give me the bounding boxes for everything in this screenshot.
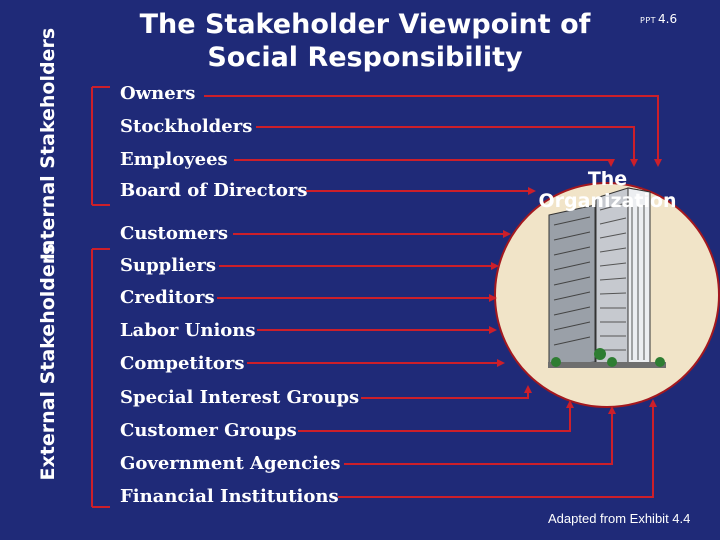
stakeholder-financial-institutions: Financial Institutions: [120, 486, 339, 507]
stakeholder-creditors: Creditors: [120, 287, 215, 308]
stakeholder-board-of-directors: Board of Directors: [120, 180, 308, 201]
stakeholder-stockholders: Stockholders: [120, 116, 253, 137]
source-credit: Adapted from Exhibit 4.4: [548, 511, 691, 526]
stakeholder-customers: Customers: [120, 223, 228, 244]
stakeholder-government-agencies: Government Agencies: [120, 453, 341, 474]
stakeholder-employees: Employees: [120, 149, 228, 170]
slide-number-value: 4.6: [658, 12, 678, 26]
stakeholder-special-interest-groups: Special Interest Groups: [120, 387, 360, 408]
building-icon: [548, 187, 666, 368]
organization-label: The Organization: [538, 168, 677, 212]
slide-title: The Stakeholder Viewpoint of Social Resp…: [139, 9, 591, 73]
stakeholder-customer-groups: Customer Groups: [120, 420, 297, 441]
stakeholder-labor-unions: Labor Unions: [120, 320, 256, 341]
slide-number-prefix: PPT: [640, 16, 657, 25]
stakeholder-suppliers: Suppliers: [120, 255, 217, 276]
stakeholder-owners: Owners: [120, 83, 196, 104]
stakeholder-competitors: Competitors: [120, 353, 245, 374]
